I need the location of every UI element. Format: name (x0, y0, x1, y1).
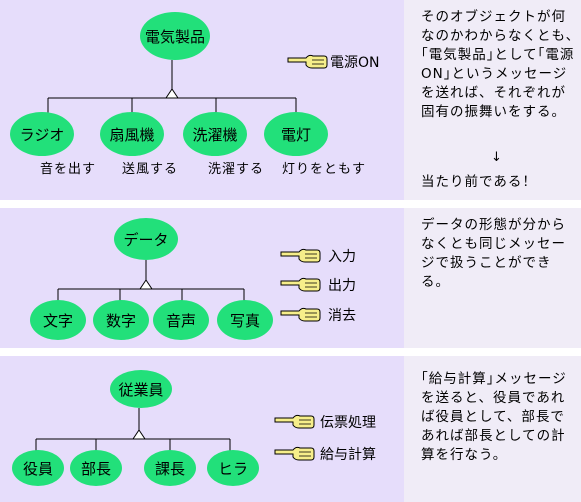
behavior-label: 送風する (122, 162, 179, 177)
root-node: 電気製品 (140, 12, 210, 60)
child-node: 数字 (93, 300, 149, 340)
section-employees: ｢給与計算｣メッセージを送ると、役員であれば役員として、部長であれば部長としての… (0, 356, 581, 502)
child-node: ヒラ (207, 450, 259, 486)
behavior-label: 灯りをともす (282, 162, 367, 177)
section-electric-products: そのオブジェクトが何なのかわからなくとも､｢電気製品｣として｢電源ON｣というメ… (0, 0, 581, 200)
tree-connector-lines (47, 60, 297, 116)
diagram-area (0, 356, 404, 502)
message-label: 電源ON (330, 55, 380, 71)
description-area: データの形態が分からなくとも同じメッセージで扱うことができる。 (404, 208, 581, 348)
root-node: データ (114, 218, 178, 260)
message-label: 給与計算 (320, 447, 376, 463)
pointing-hand-icon (286, 52, 328, 70)
description-text: ｢給与計算｣メッセージを送ると、役員であれば役員として、部長であれば部長としての… (421, 371, 567, 463)
description-area: そのオブジェクトが何なのかわからなくとも､｢電気製品｣として｢電源ON｣というメ… (404, 0, 581, 200)
behavior-label: 音を出す (40, 162, 97, 177)
child-node: ラジオ (10, 112, 74, 156)
pointing-hand-icon (279, 275, 321, 293)
child-node: 役員 (12, 450, 64, 486)
pointing-hand-icon (273, 444, 315, 462)
description-area: ｢給与計算｣メッセージを送ると、役員であれば役員として、部長であれば部長としての… (404, 356, 581, 502)
child-node: 写真 (217, 300, 273, 340)
message-label: 伝票処理 (320, 415, 376, 431)
divider (0, 348, 581, 356)
message-label: 入力 (328, 249, 356, 265)
root-node: 従業員 (110, 370, 172, 408)
child-node: 部長 (70, 450, 122, 486)
pointing-hand-icon (279, 246, 321, 264)
pointing-hand-icon (279, 305, 321, 323)
message-label: 出力 (328, 278, 356, 294)
message-label: 消去 (328, 308, 356, 324)
tree-connector-lines (35, 408, 231, 454)
divider (0, 200, 581, 208)
child-node: 電灯 (264, 112, 328, 156)
description-text: データの形態が分からなくとも同じメッセージで扱うことができる。 (421, 217, 566, 290)
description-text: そのオブジェクトが何なのかわからなくとも､｢電気製品｣として｢電源ON｣というメ… (421, 9, 575, 120)
conclusion-text: 当たり前である！ (421, 174, 537, 190)
child-node: 文字 (30, 300, 86, 340)
child-node: 音声 (153, 300, 209, 340)
child-node: 課長 (144, 450, 196, 486)
section-data: データの形態が分からなくとも同じメッセージで扱うことができる。 データ 文字 数… (0, 208, 581, 348)
child-node: 扇風機 (100, 112, 164, 156)
behavior-label: 洗濯する (208, 162, 265, 177)
child-node: 洗濯機 (183, 112, 247, 156)
pointing-hand-icon (273, 412, 315, 430)
arrow-down-icon: ↓ (491, 150, 502, 165)
